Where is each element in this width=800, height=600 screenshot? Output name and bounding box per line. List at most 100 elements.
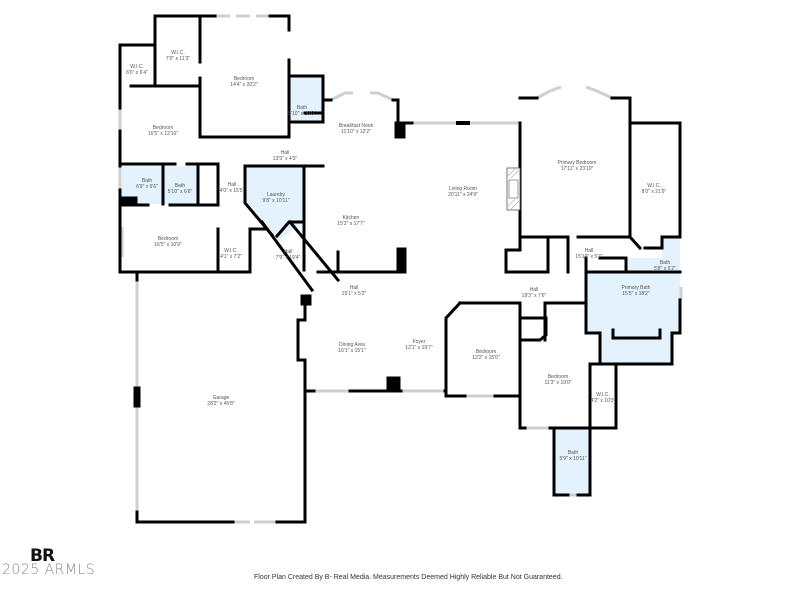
room-label-wic-2: W.I.C.7'0" x 11'3": [166, 50, 190, 62]
wet-room-fills: [122, 76, 680, 495]
room-name: W.I.C.: [647, 183, 661, 189]
walls: [118, 14, 682, 524]
laundry-fill: [245, 167, 304, 242]
room-name: Kitchen: [342, 215, 360, 221]
room-name: Bath: [296, 105, 308, 111]
room-name: Hall: [349, 285, 359, 291]
room-dimensions: 16'5" x 12'10": [147, 131, 179, 137]
room-name: W.I.C.: [224, 248, 238, 254]
room-name: Primary Bedroom: [557, 160, 597, 166]
room-dimensions: 16'1" x 15'1": [338, 348, 366, 354]
bath-3-fill: [163, 166, 198, 204]
room-name: Bath: [174, 183, 186, 189]
footer-disclaimer: Floor Plan Created By B- Real Media. Mea…: [254, 574, 563, 581]
room-name: Bath: [567, 450, 579, 456]
room-name: Hall: [529, 287, 539, 293]
windows: [118, 14, 683, 524]
room-name: Laundry: [266, 192, 286, 198]
room-name: Bedroom: [157, 236, 179, 242]
room-name: Hall: [227, 182, 237, 188]
room-dimensions: 9'8" x 10'11": [262, 198, 290, 204]
room-name: Primary Bath: [621, 285, 651, 291]
room-dimensions: 12'1" x 19'7": [405, 345, 433, 351]
room-dimensions: 4'1" x 7'2": [220, 254, 242, 260]
room-dimensions: 20'11" x 24'9": [448, 192, 478, 198]
room-dimensions: 7'0" x 11'3": [165, 56, 191, 62]
room-dimensions: 12'2" x 15'0": [472, 355, 500, 361]
room-dimensions: 5'9" x 10'11": [559, 456, 587, 462]
room-name: W.I.C.: [130, 64, 144, 70]
fireplace-icon: [506, 167, 521, 211]
room-name: W.I.C.: [596, 392, 610, 398]
room-name: Garage: [212, 395, 230, 401]
room-name: Living Room: [449, 186, 477, 192]
room-dimensions: 16'5" x 10'9": [154, 242, 182, 248]
room-dimensions: 5'10" x 10'0": [288, 111, 316, 117]
room-name: Bedroom: [547, 374, 569, 380]
room-dimensions: 17'11" x 23'10": [560, 166, 594, 172]
room-name: Bath: [141, 178, 153, 184]
bath-4-fill: [554, 429, 590, 495]
room-name: Hall: [584, 248, 594, 254]
room-dimensions: 4'0" x 15'5": [219, 188, 245, 194]
room-dimensions: 6'0" x 6'4": [126, 70, 148, 76]
room-dimensions: 13'9" x 4'3": [272, 156, 298, 162]
room-dimensions: 15'1" x 5'2": [341, 291, 367, 297]
room-dimensions: 28'2" x 45'8": [207, 401, 235, 407]
room-label-wic-3: W.I.C.4'1" x 7'2": [220, 248, 242, 260]
room-name: W.I.C.: [171, 50, 185, 56]
room-name: Foyer: [412, 339, 426, 345]
room-dimensions: 11'3" x 19'0": [544, 380, 572, 386]
room-dimensions: 4'2" x 10'3": [590, 398, 616, 404]
room-label-wic-1: W.I.C.6'0" x 6'4": [126, 64, 148, 76]
room-name: Breakfast Nook: [338, 123, 374, 129]
room-dimensions: 11'10" x 12'2": [341, 129, 371, 135]
room-dimensions: 15'3" x 17'7": [337, 221, 365, 227]
room-dimensions: 8'0" x 21'9": [641, 189, 667, 195]
room-name: Dining Area: [339, 342, 365, 348]
room-dimensions: 6'9" x 6'6": [136, 184, 158, 190]
room-name: Bedroom: [152, 125, 174, 131]
room-name: Hall: [283, 249, 293, 255]
room-dimensions: 19'3" x 7'6": [521, 293, 547, 299]
room-label-wic-primary: W.I.C.8'0" x 21'9": [642, 183, 667, 195]
copyright-text: 2025 ARMLS: [2, 562, 96, 578]
room-name: Bath: [659, 260, 671, 266]
room-name: Hall: [280, 150, 290, 156]
room-dimensions: 5'8" x 6'2": [654, 266, 676, 272]
primary-bath-fill: [587, 237, 680, 364]
room-dimensions: 15'10" x 5'7": [575, 254, 603, 260]
room-label-wic-4: W.I.C.4'2" x 10'3": [591, 392, 616, 404]
room-dimensions: 14'4" x 20'2": [230, 82, 258, 88]
brand-logo: BR: [30, 546, 55, 566]
room-name: Bedroom: [475, 349, 497, 355]
room-dimensions: 7'9" x 19'4": [275, 255, 301, 261]
room-dimensions: 5'10" x 6'6": [167, 189, 193, 195]
